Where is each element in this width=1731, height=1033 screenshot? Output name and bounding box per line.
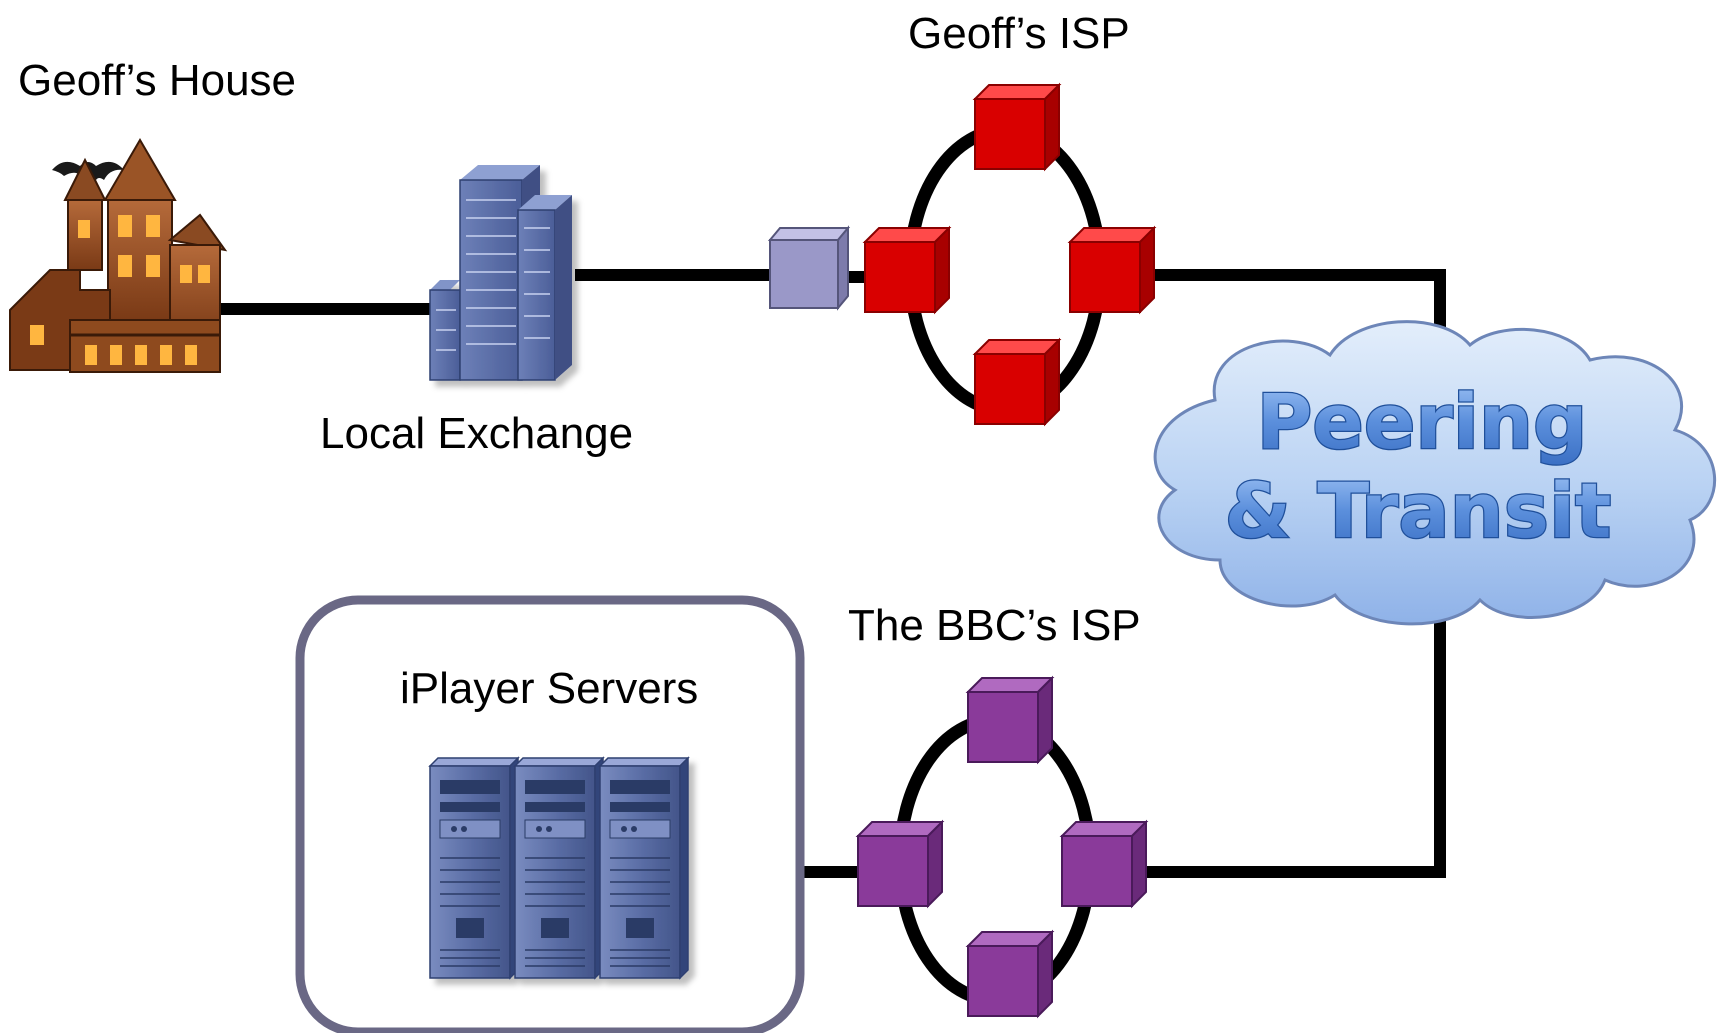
bbcs-isp-routers (855, 675, 1149, 1019)
label-geoffs-house: Geoff’s House (18, 56, 296, 105)
cloud-label-line1: Peering (1257, 377, 1588, 466)
geoffs-isp-routers (862, 82, 1157, 427)
peering-transit-cloud: Peering & Transit (1153, 320, 1717, 626)
router-cube-icon (972, 337, 1062, 427)
router-cube-icon (1059, 819, 1149, 909)
label-geoffs-isp: Geoff’s ISP (908, 9, 1130, 58)
router-cube-icon (862, 225, 952, 315)
router-cube-icon (972, 82, 1062, 172)
label-iplayer-servers: iPlayer Servers (400, 664, 698, 713)
router-cube-icon (1067, 225, 1157, 315)
cloud-icon (1153, 320, 1717, 626)
router-cube-icon (965, 675, 1055, 765)
haunted-house-icon (9, 138, 228, 373)
edge-router-icon (767, 225, 851, 311)
cloud-label-line2: & Transit (1225, 466, 1612, 555)
label-local-exchange: Local Exchange (320, 409, 633, 458)
office-building-icon (429, 165, 572, 381)
link-cloud-to-bbcs-isp (1125, 610, 1446, 878)
router-cube-icon (855, 819, 945, 909)
link-geoffs-isp-to-cloud (1130, 269, 1446, 345)
server-rack-icon (428, 756, 690, 980)
label-bbcs-isp: The BBC’s ISP (848, 601, 1141, 650)
router-cube-icon (965, 929, 1055, 1019)
